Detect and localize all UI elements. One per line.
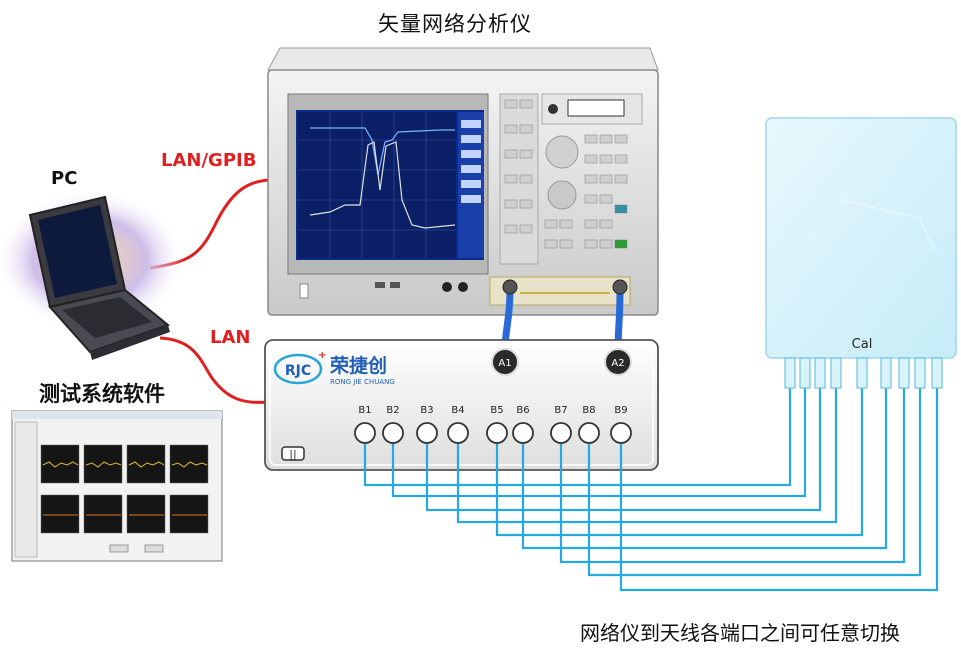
route-line-b8 (587, 386, 922, 577)
software-screenshot (11, 410, 223, 562)
top-port-label: A1 (498, 358, 511, 369)
cal-port-7 (898, 357, 910, 389)
caption: 网络仪到天线各端口之间可任意切换 (580, 621, 900, 645)
switch-port-b2[interactable] (382, 422, 404, 444)
route-line-b7 (559, 386, 906, 564)
route-line-b6 (521, 386, 888, 550)
lan-link (159, 336, 269, 404)
brand-name: 荣捷创 (329, 354, 387, 377)
route-line-b2 (391, 386, 807, 498)
switch-port-label: B4 (451, 405, 464, 416)
cal-ports (784, 357, 943, 389)
top-port-a2[interactable] (604, 348, 632, 376)
switch-port-label: B5 (490, 405, 503, 416)
switch-port-b7[interactable] (550, 422, 572, 444)
svg-text:+: + (318, 350, 326, 361)
switch-port-b3[interactable] (416, 422, 438, 444)
cal-port-3 (814, 357, 826, 389)
route-line-b4 (456, 386, 838, 524)
switch-port-b1[interactable] (354, 422, 376, 444)
cal-port-9 (931, 357, 943, 389)
switch-port-label: B6 (516, 405, 529, 416)
switch-port-label: B3 (420, 405, 433, 416)
status-indicator: || (289, 448, 296, 461)
cal-port-2 (799, 357, 811, 389)
brand-pinyin: RONG JIE CHUANG (330, 378, 395, 386)
routing-lines (363, 386, 939, 592)
top-ports: A1 A2 (491, 348, 632, 376)
switch-port-label: B7 (554, 405, 567, 416)
switch-port-b5[interactable] (486, 422, 508, 444)
cal-port-4 (830, 357, 842, 389)
route-line-b5 (495, 386, 864, 537)
vna-title: 矢量网络分析仪 (378, 12, 532, 36)
lan-gpib-label: LAN/GPIB (161, 150, 257, 171)
cal-label: Cal (852, 337, 873, 352)
lan-label: LAN (210, 327, 251, 348)
switch-port-b8[interactable] (578, 422, 600, 444)
route-line-b3 (425, 386, 822, 512)
top-port-a1[interactable] (491, 348, 519, 376)
vna-instrument (267, 47, 659, 316)
cal-port-1 (784, 357, 796, 389)
switch-port-b4[interactable] (447, 422, 469, 444)
pc-label: PC (51, 168, 78, 189)
switch-port-label: B8 (582, 405, 595, 416)
top-port-label: A2 (611, 358, 624, 369)
cal-port-8 (914, 357, 926, 389)
switch-port-b9[interactable] (610, 422, 632, 444)
switch-port-b6[interactable] (512, 422, 534, 444)
software-title: 测试系统软件 (39, 382, 165, 406)
switch-port-label: B2 (386, 405, 399, 416)
route-line-b1 (363, 386, 792, 487)
switch-port-label: B1 (358, 405, 371, 416)
switch-port-label: B9 (614, 405, 627, 416)
route-line-b9 (619, 386, 939, 592)
cal-box (765, 117, 957, 359)
cal-port-6 (880, 357, 892, 389)
laptop-image (0, 190, 185, 360)
brand-logo-text: RJC (285, 363, 311, 379)
cal-port-5 (856, 357, 868, 389)
switch-ports: B1 B2 B3 B4 B5 B6 B7 B8 B9 (354, 405, 632, 444)
